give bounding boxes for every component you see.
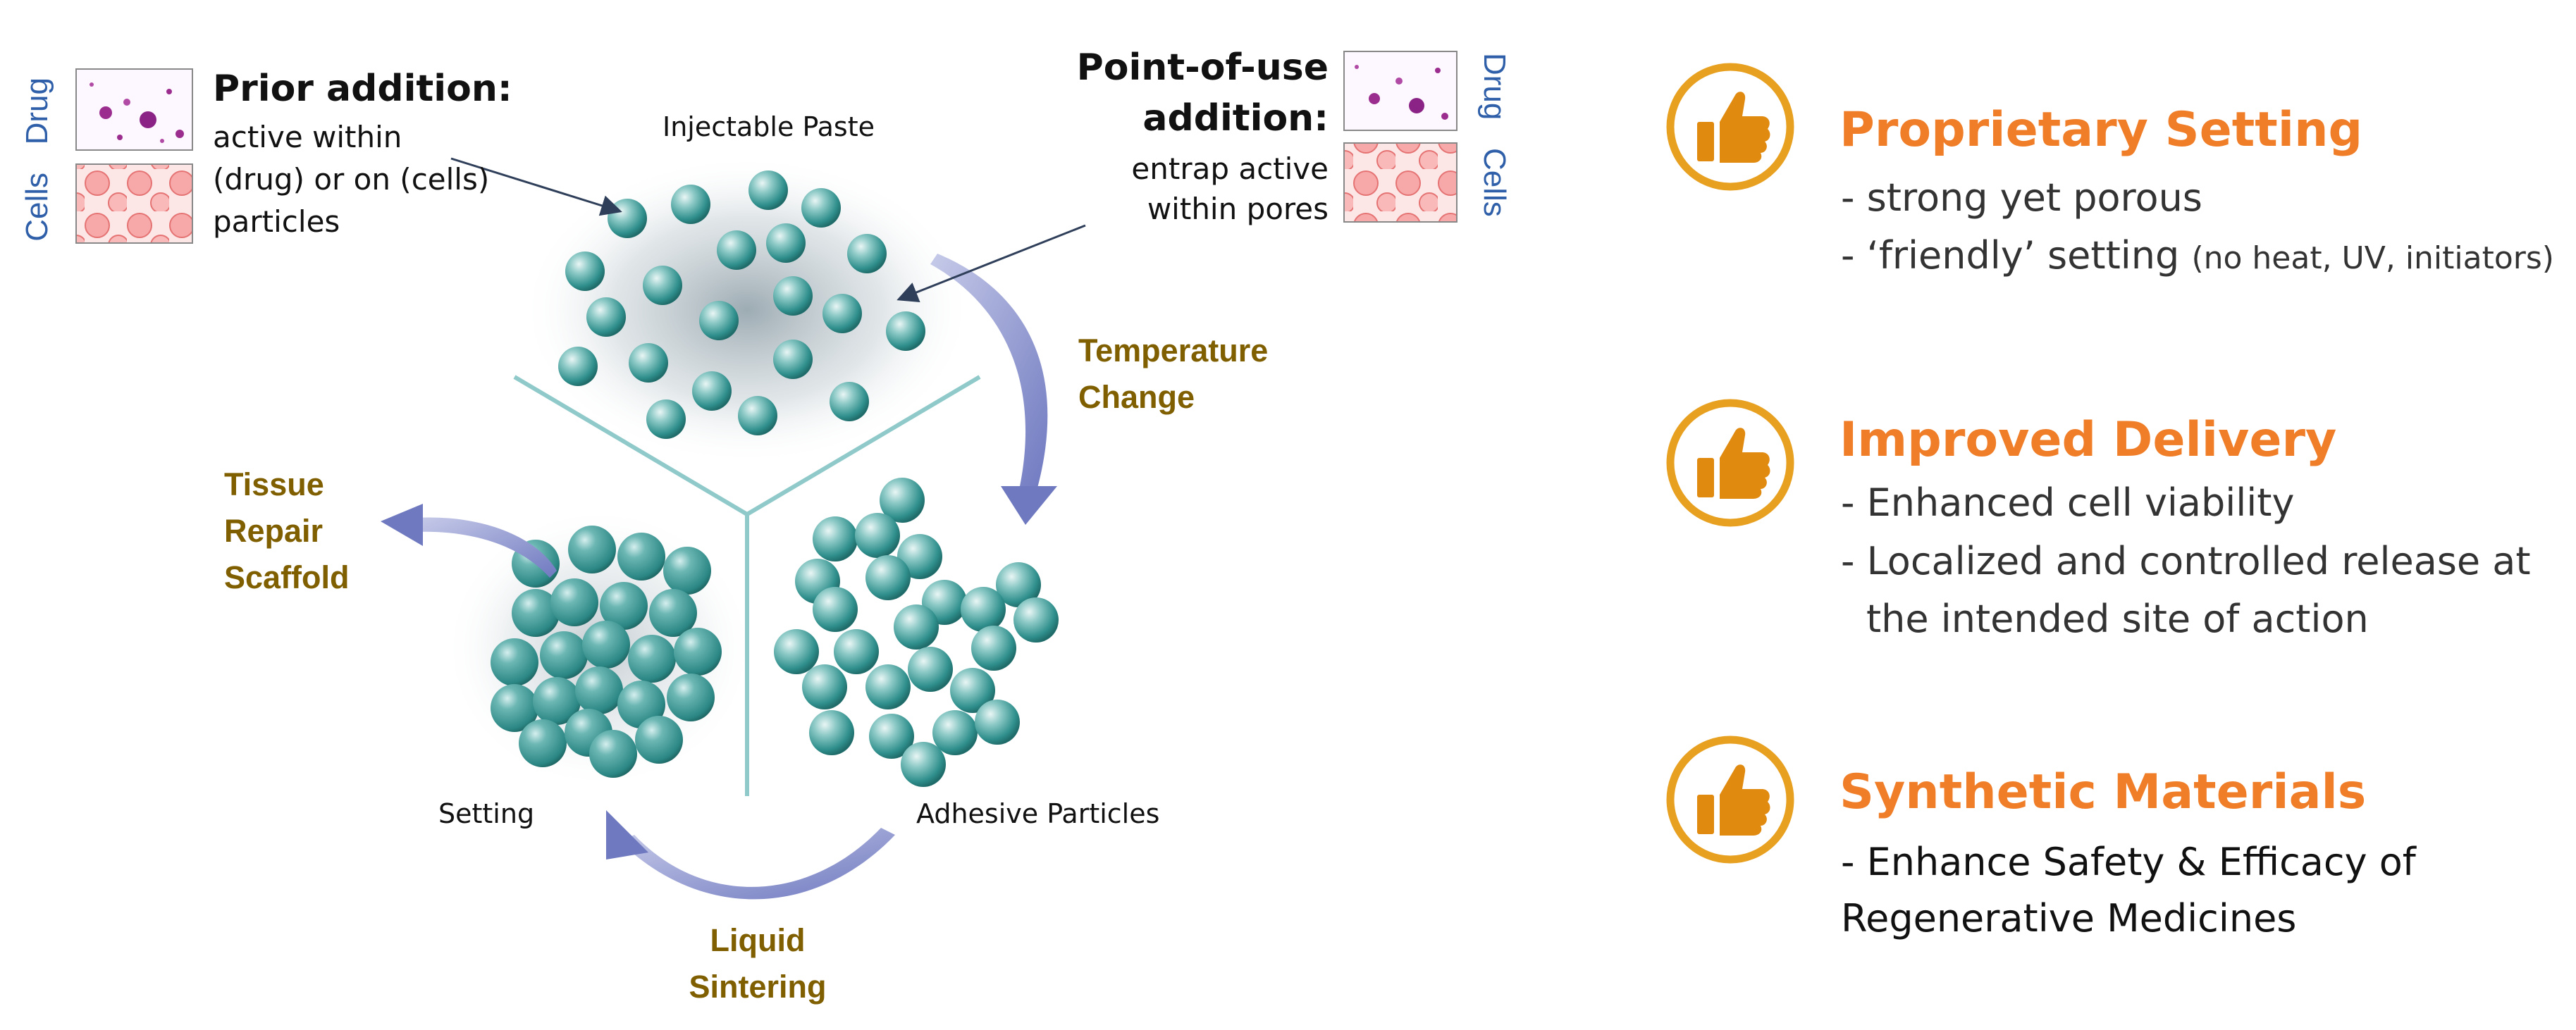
benefit-2-bullet-1: - Enhanced cell viability bbox=[1841, 480, 2295, 525]
cells-label-right: Cells bbox=[1477, 148, 1512, 217]
tissue-repair-line-2: Repair bbox=[224, 513, 323, 549]
benefit-1-bullet-2: - ‘friendly’ setting (no heat, UV, initi… bbox=[1841, 227, 2554, 287]
benefit-2-bullet-2: - Localized and controlled release at bbox=[1841, 539, 2531, 583]
tissue-arrow bbox=[416, 517, 557, 578]
drug-thumbnail-right bbox=[1343, 51, 1458, 131]
benefit-1-heading: Proprietary Setting bbox=[1839, 102, 2363, 158]
cells-label-left: Cells bbox=[20, 173, 54, 242]
point-of-use-line-2: within pores bbox=[1147, 192, 1329, 226]
benefit-3-heading: Synthetic Materials bbox=[1839, 764, 2367, 820]
sintering-arrow bbox=[620, 828, 895, 900]
benefit-1-bullet-2-text: - ‘friendly’ setting bbox=[1841, 233, 2180, 278]
thumbs-up-icon bbox=[1663, 396, 1797, 533]
prior-addition-title: Prior addition: bbox=[213, 68, 512, 110]
adhesive-particles-label: Adhesive Particles bbox=[916, 798, 1160, 829]
tissue-repair-line-3: Scaffold bbox=[224, 559, 350, 595]
setting-label: Setting bbox=[438, 798, 535, 829]
tissue-repair-line-1: Tissue bbox=[224, 466, 324, 502]
benefit-2-bullet-3: the intended site of action bbox=[1866, 597, 2369, 641]
temperature-change-line-2: Change bbox=[1078, 379, 1195, 415]
benefit-1-bullet-1: - strong yet porous bbox=[1841, 175, 2202, 220]
point-of-use-line-1: entrap active bbox=[1131, 151, 1329, 186]
process-diagram bbox=[75, 51, 1458, 900]
tissue-repair-label: Tissue Repair Scaffold bbox=[224, 461, 350, 601]
prior-addition-line-1: active within bbox=[213, 120, 402, 154]
benefit-3-bullet-1: - Enhance Safety & Efficacy of bbox=[1841, 840, 2416, 884]
temperature-change-line-1: Temperature bbox=[1078, 333, 1269, 368]
setting-spheres bbox=[491, 526, 722, 778]
paste-spheres bbox=[558, 170, 925, 439]
temperature-change-label: Temperature Change bbox=[1078, 328, 1268, 421]
prior-addition-line-3: particles bbox=[213, 204, 340, 239]
cells-thumbnail-right bbox=[1343, 142, 1458, 223]
liquid-sintering-line-2: Sintering bbox=[689, 969, 827, 1005]
drug-label-right: Drug bbox=[1477, 53, 1512, 120]
benefit-3-bullet-2: Regenerative Medicines bbox=[1841, 896, 2297, 941]
benefit-2-heading: Improved Delivery bbox=[1839, 412, 2337, 468]
drug-label-left: Drug bbox=[20, 77, 54, 145]
adhesive-spheres bbox=[774, 478, 1059, 787]
liquid-sintering-label: Liquid Sintering bbox=[677, 917, 839, 1010]
thumbs-up-icon bbox=[1663, 60, 1797, 197]
cells-thumbnail-left bbox=[75, 163, 193, 244]
drug-thumbnail-left bbox=[75, 68, 193, 151]
injectable-paste-label: Injectable Paste bbox=[663, 111, 875, 142]
temperature-arrow bbox=[930, 254, 1048, 493]
benefit-1-bullet-2-note: (no heat, UV, initiators) bbox=[2191, 240, 2554, 276]
prior-addition-line-2: (drug) or on (cells) bbox=[213, 162, 490, 197]
liquid-sintering-line-1: Liquid bbox=[710, 922, 806, 958]
point-of-use-title-2: addition: bbox=[1142, 97, 1329, 139]
thumbs-up-icon bbox=[1663, 733, 1797, 870]
point-of-use-title-1: Point-of-use bbox=[1076, 46, 1329, 89]
